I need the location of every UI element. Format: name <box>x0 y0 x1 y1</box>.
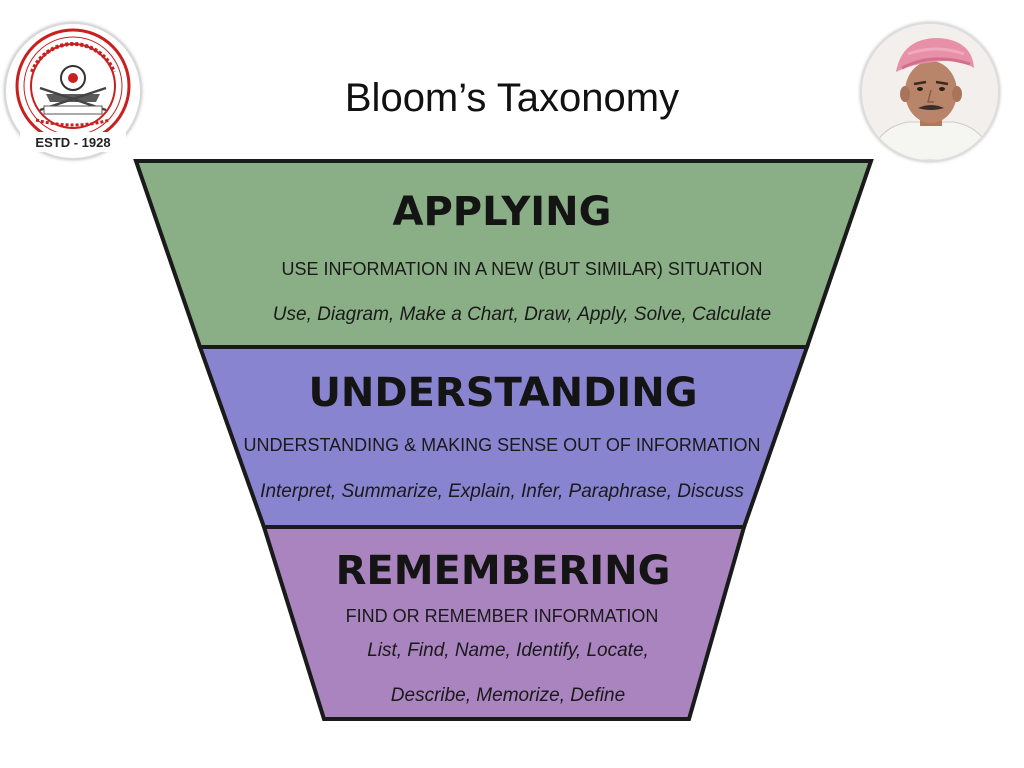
level-verbs: Use, Diagram, Make a Chart, Draw, Apply,… <box>273 304 771 325</box>
level-remembering: REMEMBERING FIND OR REMEMBER INFORMATION… <box>261 525 747 721</box>
institution-emblem-icon: ESTD - 1928 <box>15 28 131 152</box>
level-remembering-band <box>261 525 747 721</box>
founder-portrait-icon <box>862 24 998 160</box>
level-description: USE INFORMATION IN A NEW (BUT SIMILAR) S… <box>281 259 762 279</box>
level-description: UNDERSTANDING & MAKING SENSE OUT OF INFO… <box>243 435 760 455</box>
level-description: FIND OR REMEMBER INFORMATION <box>346 606 659 626</box>
logo-year-text: ESTD - 1928 <box>35 135 110 150</box>
level-heading: REMEMBERING <box>336 548 671 594</box>
founder-portrait <box>860 22 1000 162</box>
level-verbs: List, Find, Name, Identify, Locate, <box>367 640 649 661</box>
level-understanding: UNDERSTANDING UNDERSTANDING & MAKING SEN… <box>197 345 810 529</box>
level-verbs: Describe, Memorize, Define <box>391 685 625 706</box>
level-applying: APPLYING USE INFORMATION IN A NEW (BUT S… <box>133 159 874 349</box>
level-heading: APPLYING <box>392 189 611 235</box>
level-verbs: Interpret, Summarize, Explain, Infer, Pa… <box>260 481 744 502</box>
slide-title: Bloom’s Taxonomy <box>344 76 680 120</box>
institution-logo: ESTD - 1928 <box>4 22 142 160</box>
level-heading: UNDERSTANDING <box>308 370 697 416</box>
